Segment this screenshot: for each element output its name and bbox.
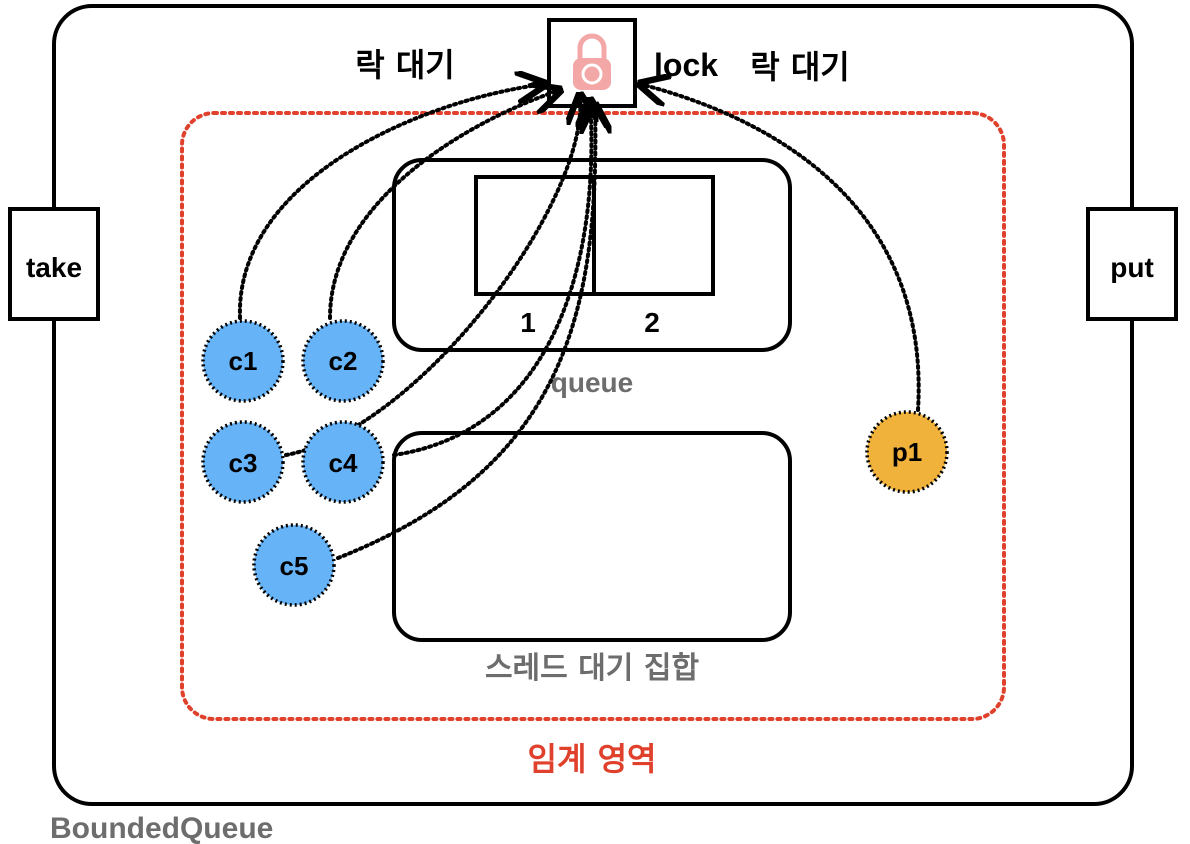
container-label: BoundedQueue [50, 812, 273, 844]
thread-wait-set-box [392, 431, 792, 642]
queue-slot-2 [592, 175, 715, 296]
lock-label: lock [654, 47, 718, 83]
arrow-c1-to-lock [237, 84, 545, 320]
consumer-c2-label: c2 [329, 346, 358, 376]
queue-label: queue [551, 367, 633, 398]
bounded-queue-container [52, 4, 1134, 806]
put-method-box [1086, 207, 1178, 321]
lock-wait-right-label: 락 대기 [750, 48, 849, 86]
arrow-c5-to-lock [336, 105, 595, 560]
consumer-c3-label: c3 [229, 448, 258, 478]
take-method-label: take [26, 252, 82, 283]
arrow-c4-to-lock [392, 100, 591, 457]
consumer-c5-label: c5 [280, 551, 309, 581]
arrow-c3-to-lock [284, 95, 580, 457]
lock-wait-left-label: 락 대기 [355, 46, 454, 84]
queue-slot-2-label: 2 [644, 307, 660, 338]
critical-section-label: 임계 영역 [528, 740, 657, 778]
consumer-c5: c5 [252, 523, 336, 607]
queue-slot-1-label: 1 [520, 307, 536, 338]
producer-p1-label: p1 [892, 437, 922, 467]
padlock-icon [573, 33, 611, 90]
consumer-c1-label: c1 [229, 346, 258, 376]
consumer-c4-label: c4 [329, 448, 358, 478]
arrow-p1-to-lock [640, 84, 921, 412]
thread-wait-set-label: 스레드 대기 집합 [485, 651, 699, 686]
consumer-c1: c1 [201, 319, 285, 403]
producer-p1: p1 [865, 410, 949, 494]
put-method-label: put [1110, 252, 1154, 283]
consumer-c3: c3 [201, 420, 285, 504]
arrow-c2-to-lock [328, 90, 560, 320]
take-method-box [8, 207, 100, 321]
consumer-c4: c4 [301, 420, 385, 504]
consumer-c2: c2 [301, 319, 385, 403]
